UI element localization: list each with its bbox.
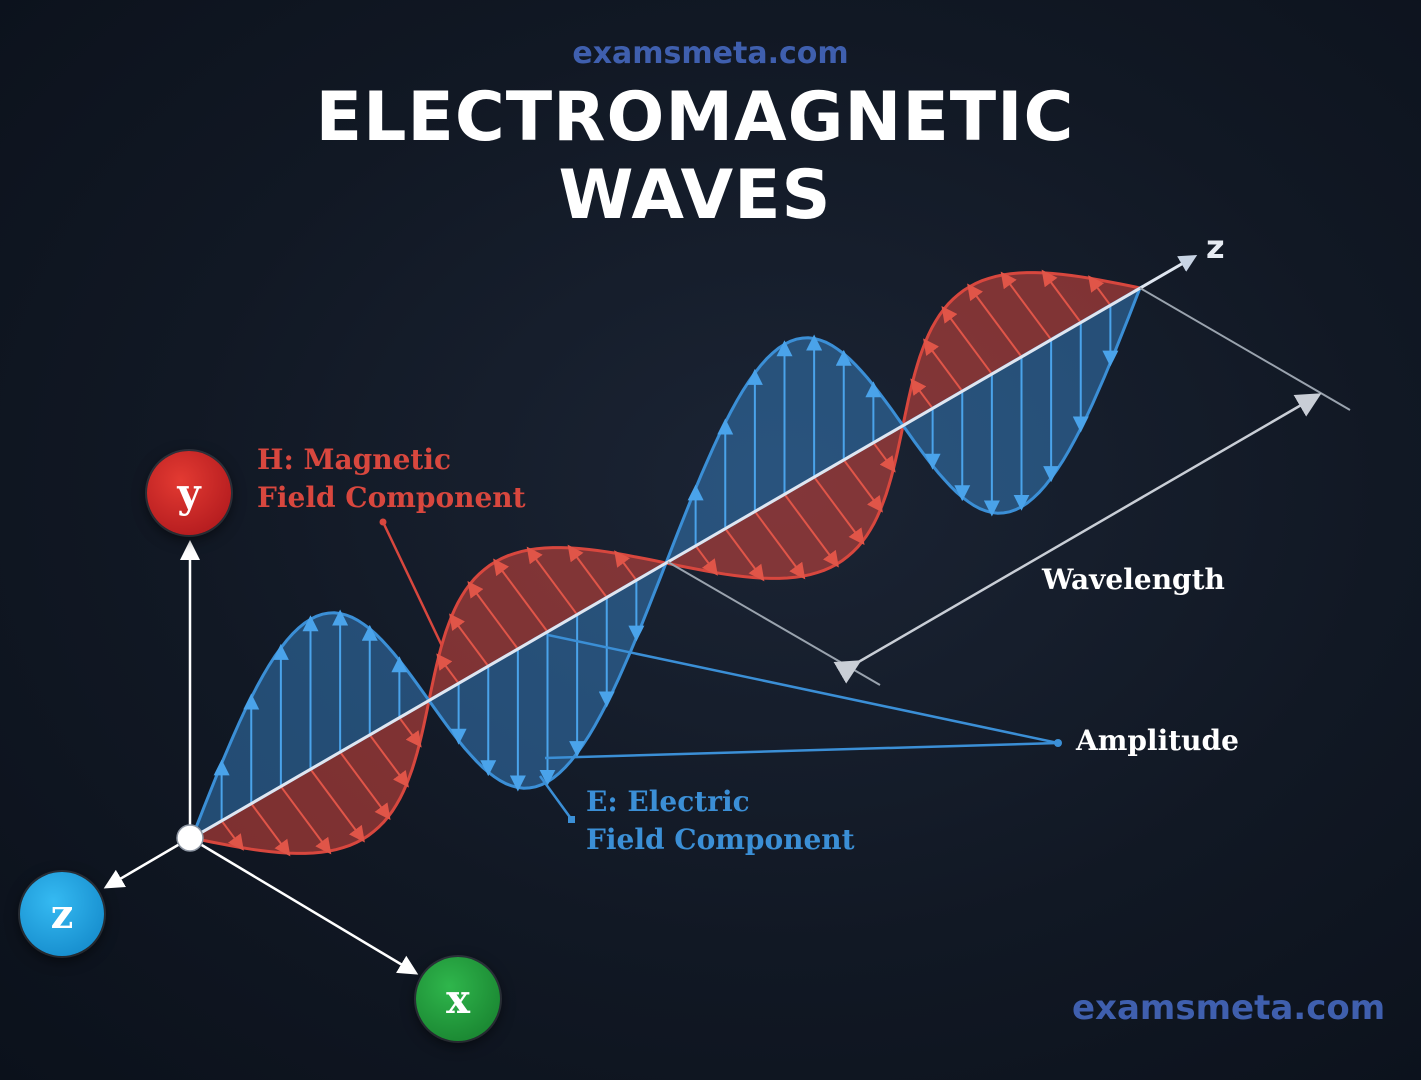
magnetic-vector [368, 734, 409, 788]
title-line-1: ELECTROMAGNETIC [315, 78, 1075, 157]
magnetic-label-line-1: H: Magnetic [257, 443, 452, 476]
axis-node-y: y [147, 451, 231, 535]
electric-label-line-2: Field Component [586, 823, 855, 856]
magnetic-label-line-2: Field Component [257, 481, 526, 514]
title-line-2: WAVES [558, 156, 832, 235]
magnetic-vector [1088, 275, 1112, 306]
axis-node-x: x [416, 957, 500, 1041]
magnetic-vector [967, 283, 1023, 358]
propagation-axis [191, 254, 1198, 840]
magnetic-vector [220, 820, 244, 851]
axis-node-z: z [20, 872, 104, 956]
electric-label-line-1: E: Electric [586, 785, 750, 818]
magnetic-vector [1041, 269, 1082, 323]
magnetic-vector [567, 544, 608, 598]
magnetic-vector [694, 545, 718, 576]
watermark-top: examsmeta.com [572, 36, 849, 71]
magnetic-vector [250, 803, 291, 857]
magnetic-vector [783, 493, 839, 568]
magnetic-vector [614, 550, 638, 581]
wavelength-indicator [667, 287, 1351, 686]
magnetic-label-leader [381, 521, 444, 647]
wavelength-label: Wavelength [1042, 563, 1225, 596]
amplitude-pointer [544, 633, 1062, 760]
watermark-bottom: examsmeta.com [1072, 988, 1386, 1028]
magnetic-vector [493, 558, 549, 633]
magnetic-vector [436, 653, 460, 684]
magnetic-vector [309, 768, 365, 843]
magnetic-vector [754, 510, 806, 580]
magnetic-vector [526, 546, 578, 616]
magnetic-vector [280, 785, 332, 855]
amplitude-label: Amplitude [1076, 724, 1239, 757]
magnetic-vector [339, 751, 391, 820]
magnetic-vector [449, 613, 490, 667]
magnetic-vector [923, 338, 964, 392]
magnetic-vector [941, 306, 993, 375]
magnetic-vector [1000, 271, 1052, 341]
magnetic-vector [724, 528, 765, 582]
axis-label-z-propagation: z [1206, 228, 1225, 266]
coordinate-axes [103, 540, 419, 975]
electric-label-leader [538, 775, 574, 821]
magnetic-vector [398, 717, 422, 748]
magnetic-vector [467, 581, 519, 650]
